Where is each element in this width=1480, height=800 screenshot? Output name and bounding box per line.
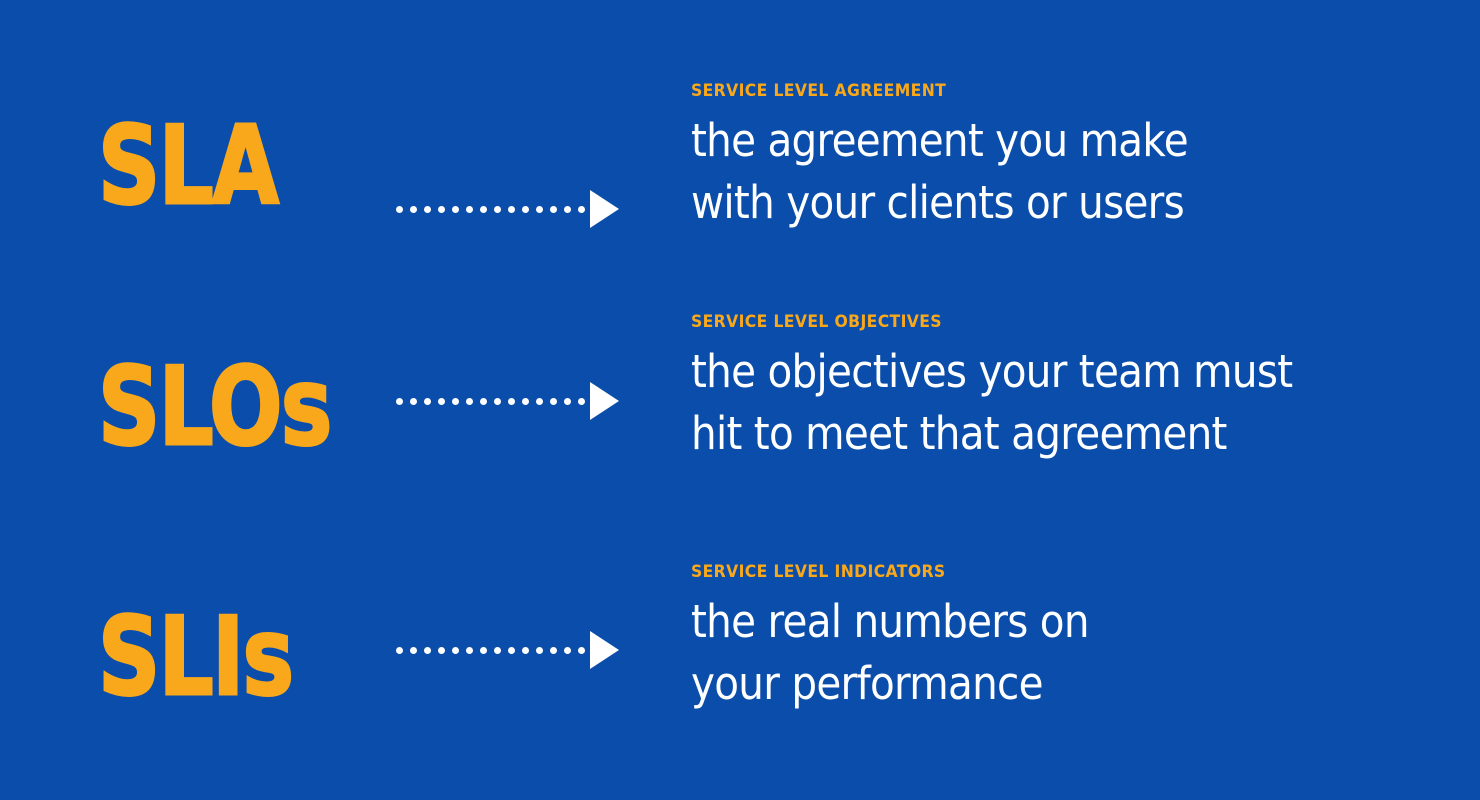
triangle-right-icon	[590, 190, 619, 228]
definition-line: hit to meet that agreement	[691, 406, 1227, 460]
dot-icon	[578, 646, 585, 654]
dotted-arrow-connector-sla	[396, 189, 642, 229]
dot-icon	[396, 646, 403, 654]
dot-icon	[508, 646, 515, 654]
dot-icon	[522, 205, 529, 213]
definition-row-sla: SLA SERVICE LEVEL AGREEMENT	[0, 60, 1480, 260]
dot-icon	[410, 205, 417, 213]
definition-line: with your clients or users	[691, 175, 1185, 229]
definition-text-sla: the agreement you make with your clients…	[691, 110, 1357, 234]
dot-icon	[564, 205, 571, 213]
dot-icon	[424, 397, 431, 405]
dot-icon	[466, 397, 473, 405]
dot-icon	[424, 205, 431, 213]
dot-icon	[578, 205, 585, 213]
definition-line: the objectives your team must	[691, 344, 1293, 398]
dot-icon	[536, 205, 543, 213]
dot-icon	[550, 646, 557, 654]
definition-detail-slos: SERVICE LEVEL OBJECTIVES the objectives …	[691, 313, 1431, 465]
dot-icon	[564, 397, 571, 405]
dot-icon	[494, 646, 501, 654]
dot-icon	[578, 397, 585, 405]
dot-icon	[522, 646, 529, 654]
dot-icon	[494, 397, 501, 405]
dot-icon	[550, 397, 557, 405]
definition-line: the agreement you make	[691, 113, 1189, 167]
dot-icon	[508, 205, 515, 213]
dotted-arrow-connector-slos	[396, 381, 642, 421]
acronym-sla: SLA	[97, 104, 280, 229]
dot-icon	[536, 646, 543, 654]
definition-text-slis: the real numbers on your performance	[691, 591, 1357, 715]
dot-icon	[550, 205, 557, 213]
dot-icon	[410, 646, 417, 654]
dot-icon	[396, 397, 403, 405]
dot-icon	[452, 646, 459, 654]
dot-icon	[536, 397, 543, 405]
dot-icon	[508, 397, 515, 405]
definition-row-slos: SLOs SERVICE LEVEL OBJECTIVES	[0, 303, 1480, 503]
dot-icon	[480, 205, 487, 213]
dot-icon	[424, 646, 431, 654]
dot-icon	[522, 397, 529, 405]
dot-icon	[480, 646, 487, 654]
triangle-right-icon	[590, 631, 619, 669]
dot-trail	[396, 630, 585, 670]
eyebrow-label-sla: SERVICE LEVEL AGREEMENT	[691, 81, 947, 101]
definition-detail-slis: SERVICE LEVEL INDICATORS the real number…	[691, 563, 1431, 715]
dot-trail	[396, 189, 585, 229]
definition-row-slis: SLIs SERVICE LEVEL INDICATORS	[0, 555, 1480, 755]
dot-icon	[564, 646, 571, 654]
triangle-right-icon	[590, 382, 619, 420]
dot-icon	[452, 397, 459, 405]
dot-icon	[466, 205, 473, 213]
dot-icon	[410, 397, 417, 405]
definition-text-slos: the objectives your team must hit to mee…	[691, 341, 1357, 465]
eyebrow-label-slos: SERVICE LEVEL OBJECTIVES	[691, 312, 942, 332]
acronym-slos: SLOs	[97, 345, 334, 470]
acronym-slis: SLIs	[97, 595, 295, 720]
dot-icon	[396, 205, 403, 213]
definition-line: the real numbers on	[691, 594, 1089, 648]
dot-icon	[480, 397, 487, 405]
dotted-arrow-connector-slis	[396, 630, 642, 670]
dot-icon	[452, 205, 459, 213]
definition-detail-sla: SERVICE LEVEL AGREEMENT the agreement yo…	[691, 82, 1431, 234]
dot-icon	[438, 397, 445, 405]
dot-icon	[466, 646, 473, 654]
dot-icon	[438, 205, 445, 213]
dot-trail	[396, 381, 585, 421]
definition-line: your performance	[691, 656, 1044, 710]
dot-icon	[494, 205, 501, 213]
eyebrow-label-slis: SERVICE LEVEL INDICATORS	[691, 562, 946, 582]
dot-icon	[438, 646, 445, 654]
